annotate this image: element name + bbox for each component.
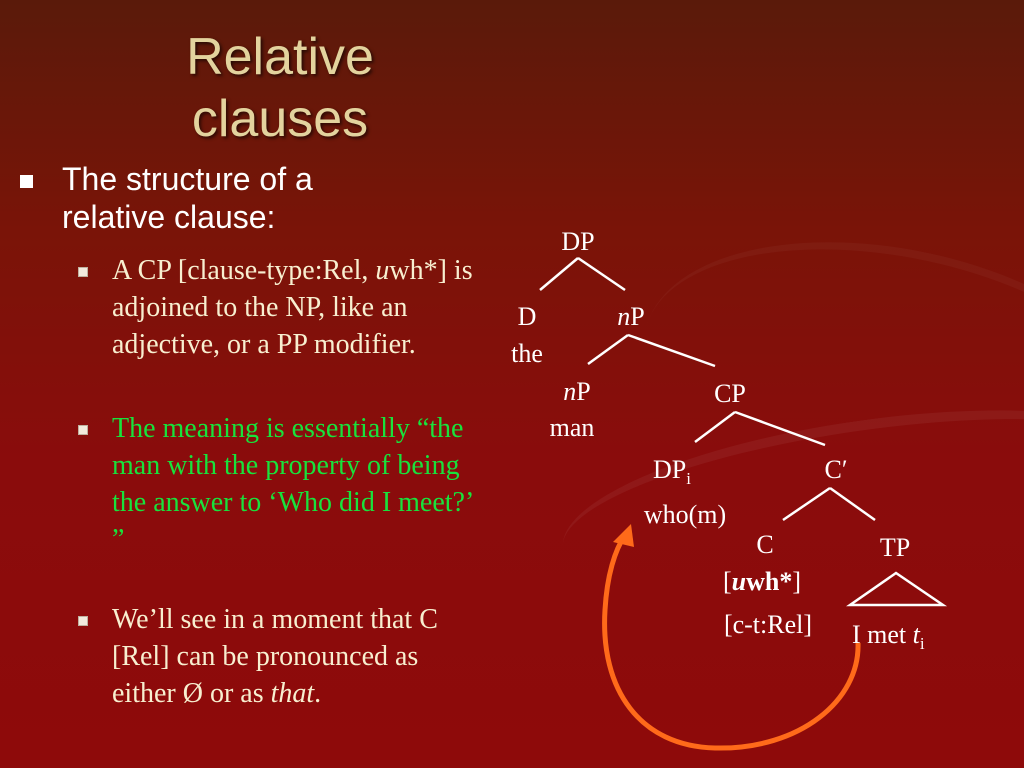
node-d: D — [518, 302, 537, 331]
italic-run: u — [732, 567, 746, 596]
square-bullet-icon — [78, 425, 88, 435]
tree-branch — [587, 333, 629, 366]
tree-branch — [577, 256, 626, 292]
italic-run: that — [270, 678, 315, 709]
node-c: C — [756, 530, 773, 559]
tree-branch — [627, 333, 716, 368]
italic-run: n — [617, 302, 630, 331]
node-dp-root: DP — [561, 227, 594, 256]
tp-triangle — [846, 571, 948, 607]
sub-bullet-text: The meaning is essentially “the man with… — [112, 413, 473, 555]
bold-run: wh* — [746, 567, 792, 596]
subscript-run: i — [920, 634, 925, 653]
node-c-feature-ct-rel: [c-t:Rel] — [724, 610, 812, 639]
tree-branch — [539, 257, 579, 291]
text-run: I met — [852, 620, 913, 649]
sub-bullet-text: A CP [clause-type:Rel, uwh*] is adjoined… — [112, 252, 478, 363]
node-cp: CP — [714, 379, 746, 408]
text-run: [ — [723, 567, 732, 596]
node-dp-spec-word: who(m) — [644, 500, 726, 529]
node-tp: TP — [880, 533, 910, 562]
italic-run: t — [913, 620, 921, 649]
text-run: . — [314, 678, 322, 709]
square-bullet-icon — [20, 175, 33, 188]
node-c-feature-uwh: [uwh*] — [723, 567, 801, 596]
node-tp-words: I met ti — [852, 620, 925, 653]
node-dp-spec: DPi — [653, 455, 691, 488]
text-run: ] — [792, 567, 801, 596]
text-run: P — [576, 377, 590, 406]
node-d-word: the — [511, 339, 543, 368]
tree-branch — [734, 410, 826, 447]
square-bullet-icon — [78, 267, 88, 277]
slide-title: Relative clauses — [186, 28, 374, 148]
text-run: P — [630, 302, 644, 331]
node-np-lower: nP — [563, 377, 590, 406]
sub-bullet-text: We’ll see in a moment that C [Rel] can b… — [112, 601, 478, 712]
node-c-bar: C′ — [824, 455, 847, 484]
text-run: A CP [clause-type:Rel, — [112, 255, 376, 286]
node-np-upper: nP — [617, 302, 644, 331]
node-np-word: man — [550, 413, 595, 442]
text-run: DP — [653, 455, 686, 484]
italic-run: u — [375, 255, 390, 286]
tree-branch — [694, 411, 736, 443]
text-run: wh*] is adjoined to the NP, like an adje… — [112, 255, 473, 360]
tree-branch — [829, 486, 876, 522]
text-run: We’ll see in a moment that C [Rel] can b… — [112, 604, 438, 709]
subscript-run: i — [686, 469, 691, 488]
main-bullet-text: The structure of a relative clause: — [62, 161, 313, 235]
movement-arrow — [602, 533, 861, 751]
square-bullet-icon — [78, 616, 88, 626]
tree-branch — [782, 486, 831, 522]
italic-run: n — [563, 377, 576, 406]
arrowhead-icon — [613, 524, 634, 547]
